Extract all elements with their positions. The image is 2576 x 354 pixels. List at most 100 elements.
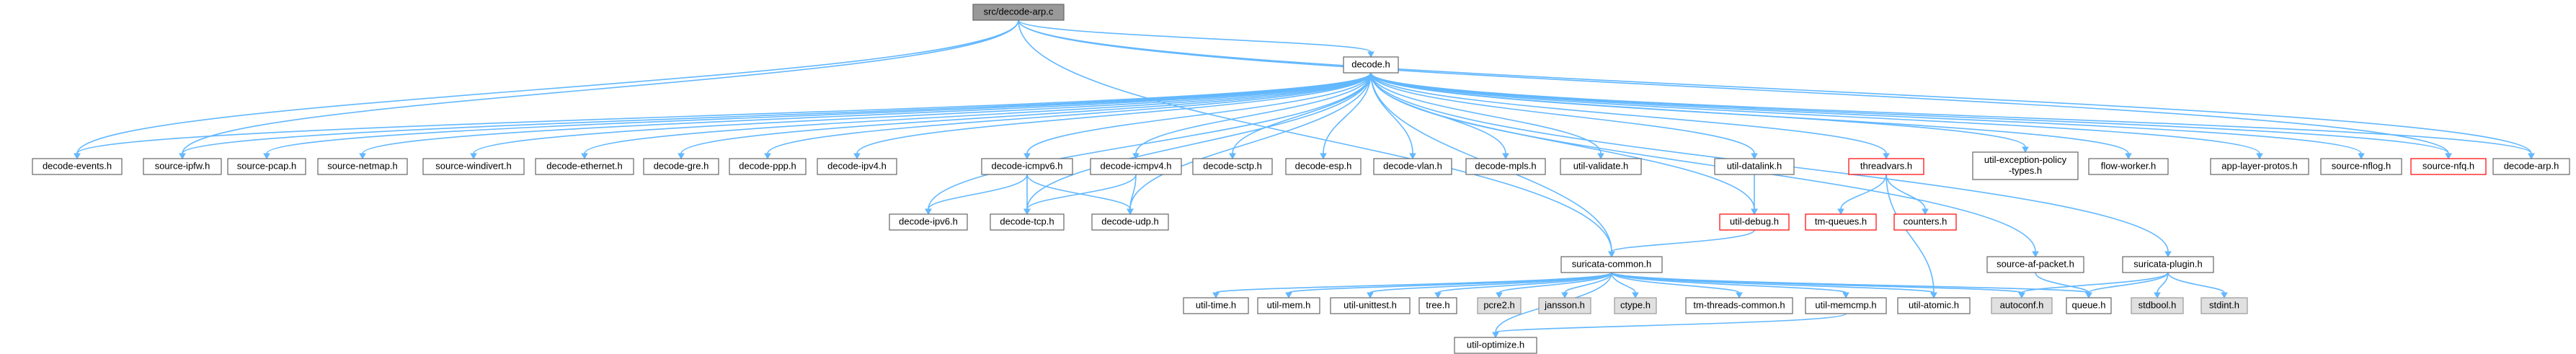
node-app-layer-protos-h[interactable]: app-layer-protos.h: [2210, 158, 2309, 175]
edge-suricata_plugin_h-to-stdbool_h: [2154, 272, 2169, 299]
node-box: [2131, 297, 2184, 314]
node-decode-tcp-h[interactable]: decode-tcp.h: [990, 213, 1065, 231]
node-decode-esp-h[interactable]: decode-esp.h: [1285, 158, 1362, 175]
node-suricata-plugin-h[interactable]: suricata-plugin.h: [2122, 256, 2214, 273]
node-threadvars-h[interactable]: threadvars.h: [1848, 158, 1924, 175]
node-source-windivert-h[interactable]: source-windivert.h: [422, 158, 525, 175]
node-decode-events-h[interactable]: decode-events.h: [32, 158, 123, 175]
node-tree-h[interactable]: tree.h: [1418, 297, 1457, 314]
edge-arrowhead: [2018, 292, 2025, 299]
node-box: [2200, 297, 2248, 314]
node-util-exception-h[interactable]: util-exception-policy-types.h: [1972, 151, 2079, 180]
node-source-nfq-h[interactable]: source-nfq.h: [2410, 158, 2487, 175]
edge-arrowhead: [1023, 208, 1031, 216]
node-label: decode-gre.h: [654, 160, 709, 171]
node-decode-icmpv6-h[interactable]: decode-icmpv6.h: [981, 158, 1073, 175]
edge-line: [1611, 272, 1740, 293]
node-decode-ethernet-h[interactable]: decode-ethernet.h: [535, 158, 634, 175]
node-box: [1805, 297, 1887, 314]
node-tm-queues-h[interactable]: tm-queues.h: [1805, 213, 1877, 231]
node-decode-ipv4-h[interactable]: decode-ipv4.h: [817, 158, 897, 175]
node-decode-icmpv4-h[interactable]: decode-icmpv4.h: [1090, 158, 1182, 175]
node-box: [1418, 297, 1457, 314]
edge-arrowhead: [1561, 292, 1568, 299]
node-label: decode-ipv4.h: [827, 160, 887, 171]
node-counters-h[interactable]: counters.h: [1893, 213, 1957, 231]
node-label: source-windivert.h: [435, 160, 512, 171]
edge-arrowhead: [925, 208, 932, 216]
node-decode-gre-h[interactable]: decode-gre.h: [643, 158, 719, 175]
node-tm-threads-common-h[interactable]: tm-threads-common.h: [1685, 297, 1793, 314]
node-label: decode-mpls.h: [1475, 160, 1536, 171]
node-box: [535, 158, 634, 175]
edge-line: [1129, 72, 1372, 210]
node-decode-arp-c[interactable]: src/decode-arp.c: [972, 4, 1065, 21]
edge-decode_h-to-decode_events_h: [74, 72, 1372, 160]
node-util-validate-h[interactable]: util-validate.h: [1560, 158, 1642, 175]
edge-decode_h-to-threadvars_h: [1370, 72, 1890, 160]
node-label: tm-queues.h: [1815, 216, 1867, 226]
node-util-unittest-h[interactable]: util-unittest.h: [1330, 297, 1411, 314]
node-box: [143, 158, 222, 175]
edge-line: [680, 72, 1372, 154]
node-label: util-exception-policy: [1984, 154, 2067, 165]
edge-line: [1323, 72, 1372, 154]
edge-decode_icmpv4_h-to-decode_udp_h: [1127, 174, 1137, 216]
node-label: counters.h: [1904, 216, 1947, 226]
edge-threadvars_h-to-counters_h: [1886, 174, 1929, 216]
node-util-optimize-h[interactable]: util-optimize.h: [1454, 337, 1537, 354]
node-decode-ppp-h[interactable]: decode-ppp.h: [729, 158, 807, 175]
edge-line: [182, 72, 1372, 154]
node-decode-sctp-h[interactable]: decode-sctp.h: [1192, 158, 1273, 175]
node-source-netmap-h[interactable]: source-netmap.h: [317, 158, 408, 175]
node-util-atomic-h[interactable]: util-atomic.h: [1897, 297, 1971, 314]
node-box: [817, 158, 897, 175]
node-decode-vlan-h[interactable]: decode-vlan.h: [1373, 158, 1452, 175]
node-label: decode.h: [1351, 58, 1390, 69]
node-decode-ipv6-h[interactable]: decode-ipv6.h: [889, 213, 968, 231]
edge-decode_icmpv4_h-to-decode_tcp_h: [1023, 174, 1137, 216]
node-source-af-packet-h[interactable]: source-af-packet.h: [1986, 256, 2084, 273]
edge-arrowhead: [2022, 146, 2029, 154]
node-suricata-common-h[interactable]: suricata-common.h: [1560, 256, 1663, 273]
node-decode-mpls-h[interactable]: decode-mpls.h: [1465, 158, 1546, 175]
edge-arrowhead: [1842, 292, 1849, 299]
node-queue-h[interactable]: queue.h: [2066, 297, 2112, 314]
node-label: decode-ppp.h: [739, 160, 796, 171]
node-decode-udp-h[interactable]: decode-udp.h: [1091, 213, 1169, 231]
node-decode-h[interactable]: decode.h: [1343, 56, 1399, 74]
edge-arrowhead: [678, 153, 685, 160]
edge-line: [1370, 72, 2129, 154]
node-label: decode-tcp.h: [1000, 216, 1054, 226]
edge-threadvars_h-to-util_atomic_h: [1886, 174, 1937, 299]
edge-decode_h-to-source_ipfw_h: [179, 72, 1372, 160]
edge-arrowhead: [853, 153, 861, 160]
edge-decode_h-to-flow_worker_h: [1370, 72, 2132, 160]
edge-line: [1135, 72, 1372, 154]
node-source-nflog-h[interactable]: source-nflog.h: [2320, 158, 2402, 175]
node-util-debug-h[interactable]: util-debug.h: [1719, 213, 1790, 231]
edge-line: [1611, 272, 2022, 293]
edge-line: [2021, 272, 2169, 293]
node-decode-arp-h[interactable]: decode-arp.h: [2492, 158, 2570, 175]
node-util-time-h[interactable]: util-time.h: [1183, 297, 1249, 314]
edge-line: [362, 72, 1372, 154]
edge-line: [182, 19, 1019, 154]
node-box: [317, 158, 408, 175]
node-flow-worker-h[interactable]: flow-worker.h: [2088, 158, 2169, 175]
node-label: util-time.h: [1196, 299, 1236, 310]
node-label: -types.h: [2009, 165, 2042, 176]
node-label: threadvars.h: [1860, 160, 1912, 171]
node-source-ipfw-h[interactable]: source-ipfw.h: [143, 158, 222, 175]
node-util-mem-h[interactable]: util-mem.h: [1257, 297, 1320, 314]
edge-suricata_common_h-to-autoconf_h: [1611, 272, 2025, 299]
edge-decode_h-to-util_datalink_h: [1370, 72, 1758, 160]
node-source-pcap-h[interactable]: source-pcap.h: [227, 158, 306, 175]
edge-line: [1026, 174, 1137, 210]
node-util-datalink-h[interactable]: util-datalink.h: [1714, 158, 1795, 175]
node-util-memcmp-h[interactable]: util-memcmp.h: [1805, 297, 1887, 314]
edge-line: [2157, 272, 2169, 293]
node-label: flow-worker.h: [2101, 160, 2157, 171]
node-box: [1330, 297, 1411, 314]
